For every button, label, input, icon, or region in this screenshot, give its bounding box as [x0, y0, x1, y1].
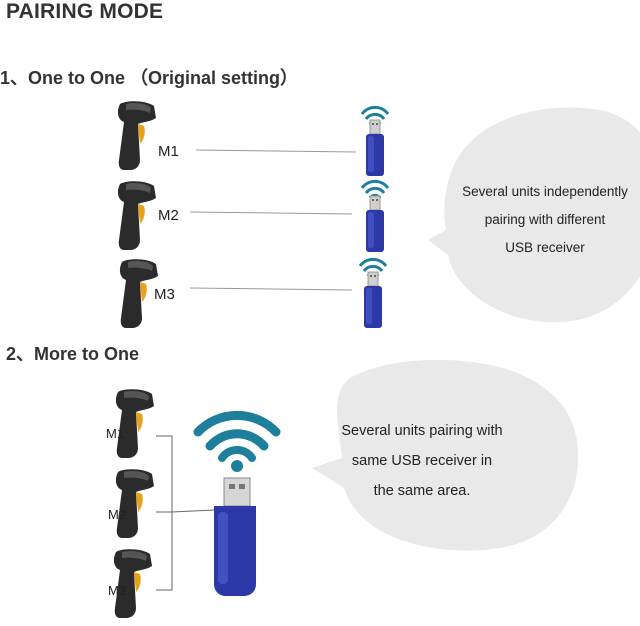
- usb-receiver-1-icon: [365, 119, 385, 177]
- scanner-m3-icon: [119, 259, 158, 328]
- section1-bubble-line-3: USB receiver: [505, 240, 585, 255]
- section2-bubble-text: Several units pairing with same USB rece…: [324, 416, 520, 506]
- section2-bubble-line-3: the same area.: [373, 483, 471, 499]
- page-title: PAIRING MODE: [6, 0, 164, 23]
- scanner-m2-icon: [117, 181, 156, 250]
- usb-receiver-large-icon: [214, 477, 256, 596]
- link-line-m1: [195, 149, 357, 153]
- bracket-line: [156, 435, 173, 591]
- usb-receiver-3-icon: [363, 271, 383, 329]
- scanner-2-m2-icon: [115, 469, 154, 538]
- section2-bubble-line-1: Several units pairing with: [341, 423, 503, 439]
- section2-bubble-line-2: same USB receiver in: [351, 453, 493, 469]
- section2-label-m3: M3: [108, 583, 127, 598]
- section1-bubble-line-1: Several units independently: [462, 184, 628, 199]
- section1-heading: 1、One to One （Original setting）: [0, 68, 299, 88]
- usb-receiver-2-icon: [365, 195, 385, 253]
- section1-label-m3: M3: [154, 286, 175, 303]
- link-line-m2: [189, 211, 353, 215]
- section2-heading: 2、More to One: [6, 344, 140, 364]
- section1-label-m2: M2: [158, 207, 179, 224]
- link-line-m3: [189, 287, 353, 291]
- bracket-to-usb-line: [171, 509, 215, 513]
- section2-label-m2: M2: [108, 507, 127, 522]
- section1-bubble-line-2: pairing with different: [484, 212, 606, 227]
- speech-bubble-1: [428, 107, 640, 323]
- wifi-large-icon: [193, 410, 281, 472]
- scanner-m1-icon: [117, 101, 156, 170]
- section1-label-m1: M1: [158, 143, 179, 160]
- section1-bubble-text: Several units independently pairing with…: [448, 178, 640, 262]
- section2-label-m1: M1: [106, 426, 125, 441]
- speech-bubble-2: [312, 359, 579, 551]
- scanner-2-m1-icon: [115, 389, 154, 458]
